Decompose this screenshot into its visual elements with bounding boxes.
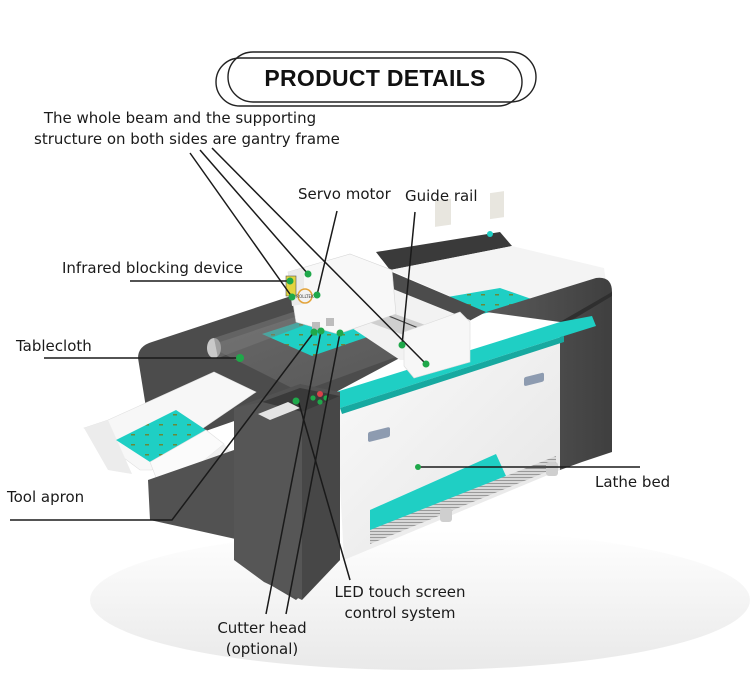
page-title: PRODUCT DETAILS xyxy=(264,64,486,91)
logo-badge xyxy=(297,288,313,304)
marker-cutter-1 xyxy=(317,327,325,335)
feeder-guide-left xyxy=(435,198,451,227)
marker-gantry-3 xyxy=(422,360,430,368)
marker-lathe-bed xyxy=(415,464,421,470)
leader-gantry-1 xyxy=(189,152,293,298)
label-gantry-frame: The whole beam and the supporting struct… xyxy=(34,108,340,150)
label-led-line1: LED touch screen xyxy=(334,583,466,601)
callout-markers xyxy=(236,270,430,470)
marker-gantry-1 xyxy=(288,293,296,301)
label-lathe-bed: Lathe bed xyxy=(595,473,671,491)
marker-cutter-2 xyxy=(336,329,344,337)
marker-infrared xyxy=(286,277,294,285)
leader-led-1 xyxy=(297,399,351,581)
handle-left xyxy=(368,427,390,442)
label-led-line2: control system xyxy=(344,604,456,622)
leader-servo xyxy=(316,210,338,296)
leader-cutter-1 xyxy=(265,330,322,615)
label-cutter-head: Cutter head (optional) xyxy=(210,618,314,660)
marker-tool-apron xyxy=(310,328,318,336)
leader-guide-rail xyxy=(401,211,416,346)
title-banner: PRODUCT DETAILS xyxy=(213,50,537,108)
control-button-green xyxy=(317,399,323,405)
leader-gantry-2 xyxy=(199,149,309,275)
label-tablecloth: Tablecloth xyxy=(16,337,92,355)
label-tool-apron: Tool apron xyxy=(7,488,85,506)
control-button-green xyxy=(310,395,316,401)
marker-led xyxy=(292,397,300,405)
label-cutter-line2: (optional) xyxy=(225,640,299,658)
leader-gantry-3 xyxy=(211,147,427,365)
lathe-bed-body xyxy=(336,316,596,560)
title-frame xyxy=(215,51,537,107)
handle-right xyxy=(524,372,544,386)
foot xyxy=(546,462,558,476)
label-gantry-line1: The whole beam and the supporting xyxy=(43,109,317,127)
led-touch-screen xyxy=(258,402,300,420)
control-button-red xyxy=(317,391,323,397)
label-gantry-line2: structure on both sides are gantry frame xyxy=(34,130,340,148)
machine-logo: ROLLTEK xyxy=(296,294,314,299)
marker-tablecloth xyxy=(236,354,244,362)
leader-cutter-2 xyxy=(285,332,341,615)
feeder-guide-right xyxy=(490,191,504,220)
label-led-touch-screen: LED touch screen control system xyxy=(330,582,470,624)
label-guide-rail: Guide rail xyxy=(405,187,478,205)
marker-servo xyxy=(313,291,321,299)
cutter-head-carriage xyxy=(287,253,397,335)
leader-lines xyxy=(10,147,640,615)
marker-gantry-2 xyxy=(304,270,312,278)
label-infrared-device: Infrared blocking device xyxy=(62,259,243,277)
label-servo-motor: Servo motor xyxy=(298,185,391,203)
leader-tool-apron xyxy=(10,331,315,521)
foot xyxy=(440,508,452,522)
marker-guide-rail xyxy=(398,341,406,349)
label-cutter-line1: Cutter head xyxy=(217,619,307,637)
